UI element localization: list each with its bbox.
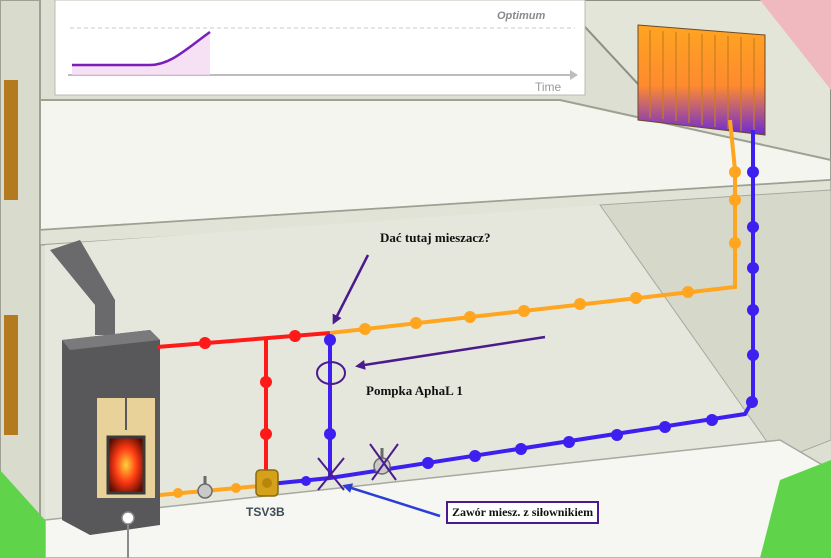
valve-label: Zawór miesz. z siłownikiem [446,501,600,524]
optimum-label: Optimum [497,10,546,22]
roof-tile [760,0,831,90]
warm-supply-pipe [159,119,741,498]
mixing-valve-marker [317,457,345,491]
return-valve [197,476,213,499]
pump-label: Pompka AphaL 1 [366,383,463,398]
mixer-arrow [332,254,370,325]
heating-curve [72,30,211,67]
lawn-right [760,460,831,558]
mixer-question-label: Dać tutaj mieszacz? [380,230,491,245]
ground-floor-wall [45,205,831,520]
hot-supply-pipe [156,330,331,478]
cold-return-pipe [269,130,759,486]
window-lower [4,315,18,435]
chimney-pipe [50,240,115,335]
pump-arrow [355,335,546,370]
chart-inset [54,0,586,96]
window-upper [4,80,18,200]
sensor [121,511,135,525]
fire-window [106,435,146,495]
valve-arrow [342,483,441,518]
balancing-valve [369,443,399,481]
valve-model-label: TSV3B [246,505,285,519]
time-axis-label: Time [535,80,562,94]
upper-floor [39,99,831,232]
lawn-left [0,470,45,558]
pump-marker [316,361,346,385]
tsv3b-valve [255,469,279,497]
